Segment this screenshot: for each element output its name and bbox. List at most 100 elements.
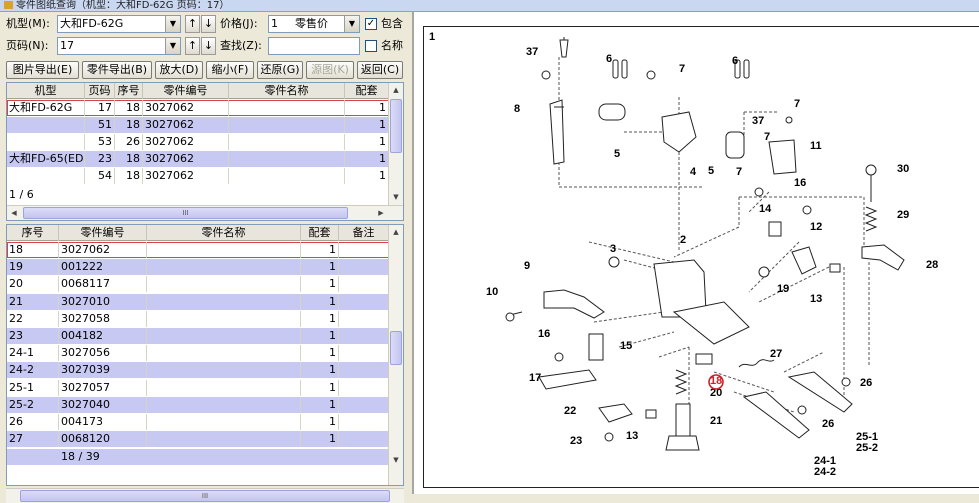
callout-label[interactable]: 7 (736, 166, 742, 178)
callout-label[interactable]: 7 (764, 131, 770, 143)
callout-label[interactable]: 5 (614, 148, 620, 160)
callout-label[interactable]: 11 (810, 140, 822, 152)
scroll-thumb[interactable] (390, 99, 402, 153)
col-note[interactable]: 备注 (339, 225, 389, 241)
page-dropdown-icon[interactable]: ▼ (165, 38, 180, 54)
callout-label[interactable]: 5 (708, 165, 714, 177)
model-table-vscroll[interactable]: ▲ ▼ (388, 83, 403, 205)
scroll-left-icon[interactable]: ◀ (11, 209, 17, 217)
callout-label[interactable]: 37 (752, 115, 764, 127)
callout-label[interactable]: 8 (514, 103, 520, 115)
callout-label[interactable]: 20 (710, 387, 722, 399)
callout-label[interactable]: 21 (710, 415, 722, 427)
parts-diagram-pane[interactable]: 1 (412, 12, 979, 494)
export-parts-button[interactable]: 零件导出(B) (82, 61, 152, 79)
page-combo[interactable]: 17 ▼ (57, 37, 181, 55)
col-page[interactable]: 页码 (85, 83, 115, 99)
model-down-button[interactable]: ↓ (201, 15, 216, 33)
search-input[interactable] (268, 37, 360, 55)
col-part-no[interactable]: 零件编号 (59, 225, 147, 241)
callout-label[interactable]: 15 (620, 340, 632, 352)
page-up-button[interactable]: ↑ (185, 37, 200, 55)
callout-label[interactable]: 23 (570, 435, 582, 447)
include-checkbox[interactable]: ✓ (365, 18, 377, 30)
col-seq[interactable]: 序号 (7, 225, 59, 241)
callout-label[interactable]: 28 (926, 259, 938, 271)
callout-label[interactable]: 6 (732, 55, 738, 67)
callout-label[interactable]: 13 (810, 293, 822, 305)
callout-label[interactable]: 9 (524, 260, 530, 272)
callout-label[interactable]: 30 (897, 163, 909, 175)
callout-label[interactable]: 3 (610, 243, 616, 255)
model-table-hscroll[interactable]: ◀ III ▶ (7, 205, 403, 220)
callout-label[interactable]: 13 (626, 430, 638, 442)
parts-table-vscroll[interactable]: ▲ ▼ (388, 225, 403, 485)
scroll-down-icon[interactable]: ▼ (393, 193, 399, 201)
zoom-out-button[interactable]: 缩小(F) (206, 61, 254, 79)
callout-label[interactable]: 7 (679, 63, 685, 75)
col-seq[interactable]: 序号 (115, 83, 143, 99)
price-dropdown-icon[interactable]: ▼ (344, 16, 359, 32)
callout-label[interactable]: 25-2 (856, 442, 878, 454)
scroll-right-icon[interactable]: ▶ (378, 209, 384, 217)
col-qty[interactable]: 配套 (301, 225, 339, 241)
model-dropdown-icon[interactable]: ▼ (165, 16, 180, 32)
callout-label[interactable]: 24-1 (814, 455, 836, 467)
zoom-in-button[interactable]: 放大(D) (155, 61, 203, 79)
export-image-button[interactable]: 图片导出(E) (6, 61, 79, 79)
price-combo[interactable]: 1 零售价 ▼ (268, 15, 360, 33)
hscroll-thumb[interactable]: III (23, 207, 348, 219)
callout-label[interactable]: 27 (770, 348, 782, 360)
scroll-thumb[interactable] (390, 331, 402, 365)
col-part-no[interactable]: 零件编号 (143, 83, 229, 99)
callout-label[interactable]: 16 (794, 177, 806, 189)
scroll-up-icon[interactable]: ▲ (393, 86, 399, 94)
callout-label[interactable]: 4 (690, 166, 697, 178)
callout-label[interactable]: 26 (822, 418, 834, 430)
callout-label[interactable]: 14 (759, 203, 772, 215)
bottom-hscroll[interactable]: III (6, 488, 404, 503)
callout-label[interactable]: 29 (897, 209, 909, 221)
callout-label[interactable]: 17 (529, 372, 541, 384)
callout-label[interactable]: 10 (486, 286, 498, 298)
callout-label[interactable]: 16 (538, 328, 550, 340)
col-model[interactable]: 机型 (7, 83, 85, 99)
col-part-name[interactable]: 零件名称 (147, 225, 301, 241)
model-combo[interactable]: 大和FD-62G ▼ (57, 15, 181, 33)
page-down-button[interactable]: ↓ (201, 37, 216, 55)
col-qty[interactable]: 配套 (345, 83, 389, 99)
name-checkbox[interactable] (365, 40, 377, 52)
callout-label[interactable]: 2 (680, 234, 686, 246)
callout-label[interactable]: 26 (860, 377, 872, 389)
col-part-name[interactable]: 零件名称 (229, 83, 345, 99)
callout-label[interactable]: 12 (810, 221, 822, 233)
callout-label[interactable]: 7 (794, 98, 800, 110)
callout-label[interactable]: 37 (526, 46, 538, 58)
callout-label[interactable]: 6 (606, 53, 612, 65)
back-button[interactable]: 返回(C) (357, 61, 403, 79)
callout-label[interactable]: 18 (710, 375, 722, 387)
callout-label[interactable]: 25-1 (856, 431, 878, 443)
callout-label[interactable]: 22 (564, 405, 576, 417)
scroll-up-icon[interactable]: ▲ (393, 228, 399, 236)
hscroll-thumb[interactable]: III (20, 490, 390, 502)
callout-label[interactable]: 24-2 (814, 466, 836, 478)
scroll-down-icon[interactable]: ▼ (393, 456, 399, 464)
model-up-button[interactable]: ↑ (185, 15, 200, 33)
